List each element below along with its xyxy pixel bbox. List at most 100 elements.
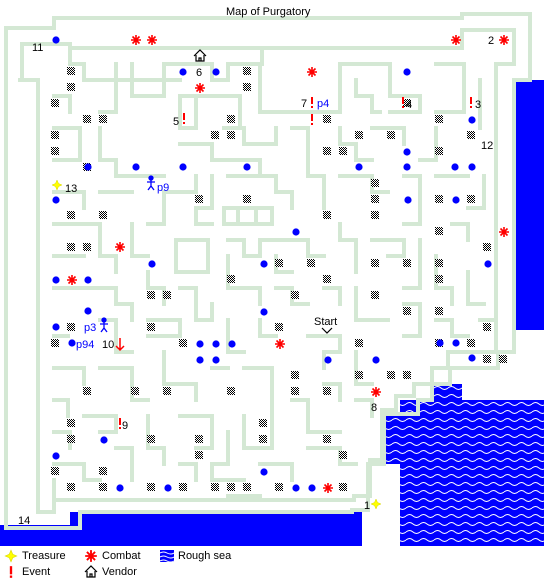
pillar xyxy=(323,275,331,283)
pillar xyxy=(435,115,443,123)
npc-dot xyxy=(484,260,492,268)
npc-dot xyxy=(52,452,60,460)
location-6: 6 xyxy=(196,67,202,79)
combat-asterisk-icon xyxy=(147,35,157,45)
combat-asterisk-icon xyxy=(67,275,77,285)
npc-dot xyxy=(52,276,60,284)
pillar xyxy=(467,339,475,347)
pillar xyxy=(51,131,59,139)
pillar xyxy=(435,307,443,315)
pillar xyxy=(243,67,251,75)
npc-dot xyxy=(212,68,220,76)
pillar xyxy=(67,419,75,427)
pillar xyxy=(435,195,443,203)
pillar xyxy=(83,243,91,251)
legend-treasure-label: Treasure xyxy=(22,550,66,562)
npc-dot xyxy=(68,339,76,347)
npc-dot xyxy=(452,339,460,347)
npc-dot xyxy=(403,163,411,171)
person-label-p3: p3 xyxy=(84,322,96,334)
pillar xyxy=(371,195,379,203)
pillar xyxy=(227,115,235,123)
npc-dot xyxy=(292,228,300,236)
legend-event-label: Event xyxy=(22,566,51,578)
walls xyxy=(4,12,532,530)
pillar xyxy=(355,339,363,347)
combat-markers xyxy=(67,35,509,493)
pillar xyxy=(371,211,379,219)
event-markers xyxy=(119,97,472,429)
asterisk-icon xyxy=(85,550,97,562)
pillar xyxy=(67,435,75,443)
pillar xyxy=(51,339,59,347)
pillar xyxy=(211,131,219,139)
location-1: 1 xyxy=(364,500,370,512)
pillar xyxy=(67,67,75,75)
npc-dot xyxy=(116,484,124,492)
pillar xyxy=(51,147,59,155)
location-11: 11 xyxy=(32,42,43,54)
event-exclamation-icon xyxy=(470,97,472,108)
pillar xyxy=(323,211,331,219)
npc-dot xyxy=(436,339,444,347)
pillar xyxy=(99,483,107,491)
npc-dot xyxy=(100,436,108,444)
pillar xyxy=(435,227,443,235)
npc-dot xyxy=(52,323,60,331)
npc-markers xyxy=(52,36,492,492)
pillar xyxy=(323,147,331,155)
down-arrow-icon xyxy=(115,338,125,352)
pillar xyxy=(467,195,475,203)
npc-dot xyxy=(132,163,140,171)
pillar xyxy=(67,323,75,331)
legend-vendor: Vendor xyxy=(84,565,137,579)
npc-dot xyxy=(52,196,60,204)
combat-asterisk-icon xyxy=(115,242,125,252)
pillar xyxy=(291,291,299,299)
pillar xyxy=(179,339,187,347)
pillars xyxy=(51,67,507,491)
pillar xyxy=(339,147,347,155)
pillar xyxy=(243,83,251,91)
pillar xyxy=(323,115,331,123)
pillar xyxy=(483,243,491,251)
pillar xyxy=(483,355,491,363)
treasure-star-icon xyxy=(370,498,382,510)
npc-dot xyxy=(404,196,412,204)
location-10: 10 xyxy=(102,339,114,351)
pillar xyxy=(291,371,299,379)
npc-dot xyxy=(403,68,411,76)
pillar xyxy=(403,371,411,379)
pillar xyxy=(99,467,107,475)
pillar xyxy=(51,99,59,107)
pillar xyxy=(259,419,267,427)
npc-dot xyxy=(164,484,172,492)
pillar xyxy=(339,483,347,491)
event-exclamation-icon xyxy=(183,113,185,124)
pillar xyxy=(323,387,331,395)
map-title: Map of Purgatory xyxy=(226,6,311,18)
waves-icon xyxy=(160,550,174,563)
pillar xyxy=(147,323,155,331)
npc-dot xyxy=(468,163,476,171)
pillar xyxy=(211,483,219,491)
npc-dot xyxy=(196,356,204,364)
pillar xyxy=(99,115,107,123)
pillar xyxy=(499,355,507,363)
pillar xyxy=(435,259,443,267)
pillar xyxy=(291,387,299,395)
pillar xyxy=(147,483,155,491)
legend-combat-label: Combat xyxy=(102,550,141,562)
location-9: 9 xyxy=(122,420,128,432)
deep-sea xyxy=(0,80,544,546)
event-exclamation-icon xyxy=(311,114,313,125)
npc-dot xyxy=(403,148,411,156)
combat-asterisk-icon xyxy=(323,483,333,493)
pillar xyxy=(339,451,347,459)
pillar xyxy=(403,259,411,267)
pillar xyxy=(243,195,251,203)
treasure-markers xyxy=(51,179,382,510)
person-icon xyxy=(147,175,155,191)
pillar xyxy=(147,291,155,299)
npc-dot xyxy=(212,340,220,348)
